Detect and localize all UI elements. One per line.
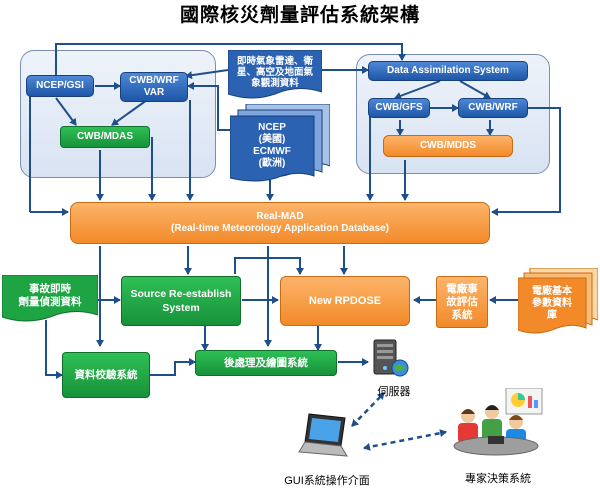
diagram-title: 國際核災劑量評估系統架構	[179, 5, 420, 26]
server-icon	[370, 338, 410, 378]
ncep-ecmwf-docs: NCEP (美國) ECMWF (歐洲)	[230, 104, 330, 182]
accident-data-doc: 事故即時 劑量偵測資料	[2, 275, 98, 323]
cwb-mdds-label: CWB/MDDS	[419, 140, 477, 151]
plant-accident-eval-box: 電廠事 故評估 系統	[436, 276, 488, 328]
data-assimilation-label: Data Assimilation System	[387, 65, 509, 76]
cwb-wrf-box: CWB/WRF	[458, 98, 528, 118]
real-mad-box: Real-MAD (Real-time Meteorology Applicat…	[70, 202, 490, 244]
data-validation-label: 資料校驗系統	[74, 369, 138, 381]
cwb-wrf-var-label: CWB/WRF VAR	[129, 75, 179, 98]
new-rpdose-box: New RPDOSE	[280, 276, 410, 326]
post-processing-label: 後處理及繪圖系統	[224, 357, 308, 369]
plant-accident-eval-label: 電廠事 故評估 系統	[446, 282, 478, 321]
post-processing-box: 後處理及繪圖系統	[195, 350, 337, 376]
cwb-wrf-var-box: CWB/WRF VAR	[120, 72, 188, 102]
source-reestablish-label: Source Re-establish System	[130, 288, 232, 314]
laptop-icon	[295, 412, 355, 462]
observation-data-label: 即時氣象雷達、衛 星、高空及地面氣 象觀測資料	[236, 55, 313, 89]
accident-data-label: 事故即時 劑量偵測資料	[18, 283, 82, 308]
real-mad-label: Real-MAD (Real-time Meteorology Applicat…	[171, 211, 389, 234]
ncep-ecmwf-label: NCEP (美國) ECMWF (歐洲)	[253, 122, 291, 169]
gui-label: GUI系統操作介面	[284, 475, 370, 487]
expert-label: 專家決策系統	[465, 473, 531, 485]
cwb-gfs-box: CWB/GFS	[368, 98, 430, 118]
server-label: 伺服器	[377, 386, 411, 398]
data-validation-box: 資料校驗系統	[62, 352, 150, 398]
source-reestablish-box: Source Re-establish System	[121, 276, 241, 326]
left-model-group	[20, 50, 216, 178]
plant-basic-data-label: 電廠基本 參數資料 庫	[532, 286, 572, 321]
cwb-mdas-box: CWB/MDAS	[60, 126, 150, 148]
cwb-mdas-label: CWB/MDAS	[76, 131, 134, 142]
data-assimilation-box: Data Assimilation System	[368, 61, 528, 81]
observation-data-doc: 即時氣象雷達、衛 星、高空及地面氣 象觀測資料	[228, 50, 322, 100]
ncep-gsi-label: NCEP/GSI	[36, 80, 84, 91]
ncep-gsi-box: NCEP/GSI	[26, 75, 94, 97]
new-rpdose-label: New RPDOSE	[308, 295, 382, 307]
plant-basic-data-docs: 電廠基本 參數資料 庫	[518, 268, 598, 334]
experts-meeting-icon	[448, 387, 548, 460]
cwb-wrf-label: CWB/WRF	[468, 102, 518, 113]
cwb-gfs-label: CWB/GFS	[375, 102, 423, 113]
cwb-mdds-box: CWB/MDDS	[383, 135, 513, 157]
